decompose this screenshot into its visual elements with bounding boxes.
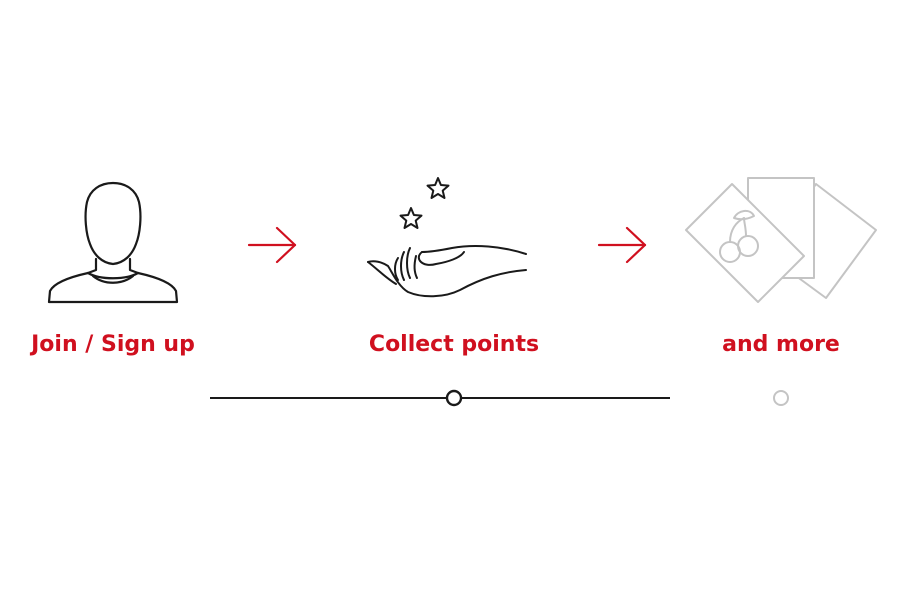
arrow-right-icon <box>597 226 647 264</box>
timeline-marker-upcoming <box>773 390 789 406</box>
cards-cherry-icon <box>685 177 877 303</box>
timeline-marker-current <box>445 389 463 407</box>
step-label-collect-points: Collect points <box>368 332 540 357</box>
arrow-right-icon <box>247 226 297 264</box>
step-label-and-more: and more <box>722 332 840 357</box>
user-icon <box>47 181 179 304</box>
hand-stars-icon <box>367 177 527 298</box>
progress-timeline <box>210 389 885 407</box>
step-label-join: Join / Sign up <box>31 332 195 357</box>
